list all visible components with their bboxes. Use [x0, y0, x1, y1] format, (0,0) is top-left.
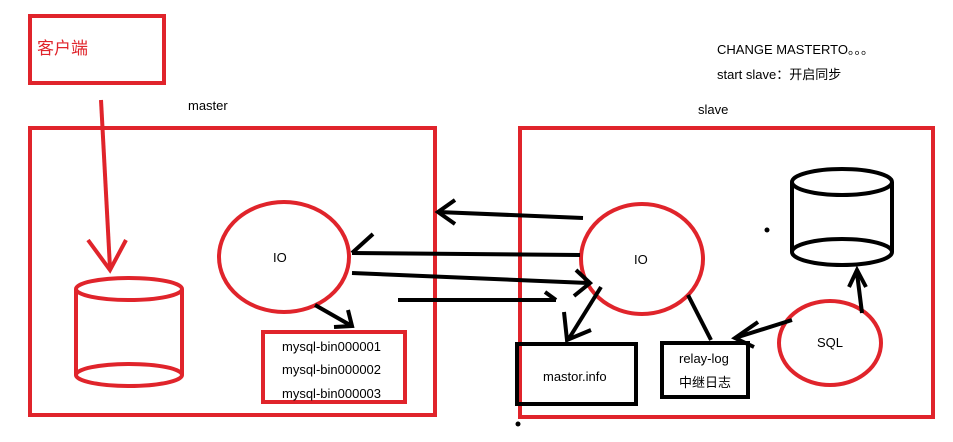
binlog-file-2: mysql-bin000002 [282, 362, 381, 377]
master-io-circle [217, 200, 351, 314]
master-info-box [515, 342, 638, 406]
master-info-label: mastor.info [543, 369, 607, 384]
slave-box [518, 126, 935, 419]
sql-label: SQL [817, 335, 843, 350]
io-to-masterinfo-arrow [562, 285, 603, 343]
relay-log-sub: 中继日志 [679, 375, 731, 390]
master-io-label: IO [273, 250, 287, 265]
relay-log-box [660, 341, 750, 399]
event-transfer-arrow [398, 290, 558, 302]
binlog-send-arrow [351, 268, 594, 298]
request-arrow [434, 198, 584, 226]
sql-read-relaylog-arrow [731, 318, 793, 349]
slave-io-label: IO [634, 252, 648, 267]
io-thread-arrow [350, 232, 581, 257]
master-title: master [188, 98, 228, 113]
slave-io-circle [579, 202, 705, 316]
note-start-slave: start slave：开启同步 [717, 67, 841, 82]
master-box [28, 126, 437, 417]
slave-title: slave [698, 102, 728, 117]
io-to-relaylog-arrow [686, 294, 713, 341]
io-to-binlog-arrow [314, 303, 355, 329]
master-database-icon [74, 276, 184, 388]
note-change-master: CHANGE MASTERTO。。。 [717, 42, 874, 57]
binlog-file-1: mysql-bin000001 [282, 339, 381, 354]
relay-log-label: relay-log [679, 351, 729, 366]
stray-dot [515, 421, 521, 427]
client-box [28, 14, 166, 85]
sql-to-database-arrow [847, 265, 868, 314]
client-label: 客户端 [37, 39, 88, 58]
client-write-arrow [86, 99, 128, 274]
sql-thread-circle [777, 299, 883, 387]
stray-dot [764, 227, 770, 233]
slave-database-icon [790, 167, 894, 267]
binlog-box [261, 330, 407, 404]
binlog-file-3: mysql-bin000003 [282, 386, 381, 401]
